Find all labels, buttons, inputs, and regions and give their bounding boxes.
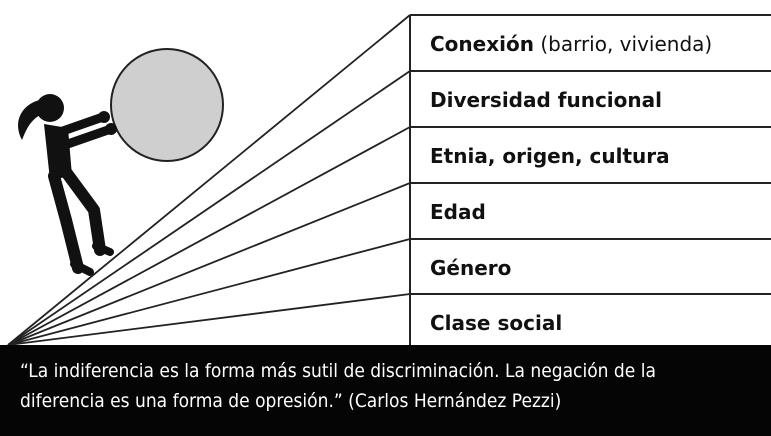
- category-label-bold: Género: [430, 256, 512, 280]
- person-pushing-boulder-icon: [18, 94, 117, 276]
- category-label: Diversidad funcional: [430, 88, 662, 112]
- ramp-line: [7, 126, 411, 346]
- category-label-bold: Diversidad funcional: [430, 88, 662, 112]
- category-label: Conexión (barrio, vivienda): [430, 32, 712, 56]
- ramp-line: [7, 182, 411, 346]
- category-label-bold: Conexión: [430, 32, 534, 56]
- quote-line-1: “La indiferencia es la forma más sutil d…: [20, 360, 656, 382]
- ramp-line: [7, 238, 411, 346]
- quote-text: “La indiferencia es la forma más sutil d…: [20, 356, 770, 416]
- category-label-bold: Clase social: [430, 311, 563, 335]
- quote-banner: [0, 345, 771, 436]
- quote-line-2: diferencia es una forma de opresión.” (C…: [20, 390, 562, 412]
- category-grid: [409, 14, 771, 345]
- category-label-detail: (barrio, vivienda): [533, 32, 713, 56]
- boulder-icon: [110, 48, 224, 162]
- ramp-line: [7, 14, 411, 346]
- ramp-line: [7, 70, 411, 346]
- ramp-line: [7, 293, 411, 346]
- category-label: Clase social: [430, 311, 562, 335]
- ramp-lines: [7, 14, 411, 346]
- category-label: Etnia, origen, cultura: [430, 144, 670, 168]
- category-label: Edad: [430, 200, 486, 224]
- category-label-bold: Edad: [430, 200, 486, 224]
- category-label: Género: [430, 256, 511, 280]
- category-label-bold: Etnia, origen, cultura: [430, 144, 670, 168]
